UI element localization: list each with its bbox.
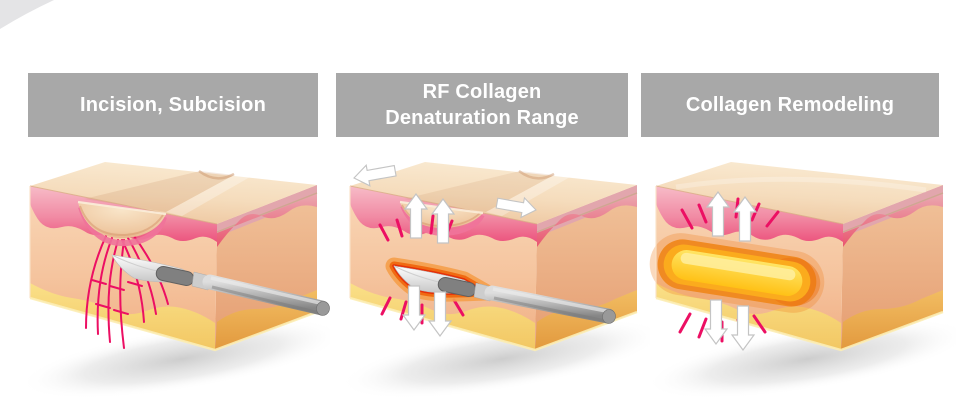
block-shadow — [644, 318, 956, 400]
top-face — [30, 162, 317, 224]
side-epidermis-wave — [217, 194, 317, 247]
panel-label-rf-denaturation: RF Collagen Denaturation Range — [336, 73, 628, 137]
instrument-handle — [484, 285, 616, 324]
side-fat-layer — [841, 290, 943, 350]
scar-groove — [84, 171, 234, 212]
back-notch — [198, 169, 235, 180]
side-epidermis-wave — [843, 194, 943, 247]
skin-block-rf-illustration — [338, 159, 650, 400]
collagen-fiber-strands-icon — [85, 235, 169, 349]
rf-blade-heat-glow-icon — [385, 257, 616, 324]
side-epidermis-upper — [217, 185, 317, 237]
instrument-handle — [202, 274, 330, 316]
skin-block-incision-illustration — [18, 162, 330, 400]
side-epidermis-wave — [537, 194, 637, 247]
back-notch — [518, 169, 555, 180]
block-shadow — [18, 318, 330, 400]
top-face — [656, 162, 943, 224]
side-epidermis-upper — [537, 185, 637, 237]
front-fat-layer — [30, 283, 215, 350]
scar-pink-crescent — [78, 206, 167, 247]
subcision-blade-icon — [111, 254, 330, 316]
side-fat-layer — [535, 290, 637, 350]
bottom-edge-highlight — [29, 296, 318, 352]
panel-label-incision: Incision, Subcision — [28, 73, 318, 137]
top-sheen — [675, 176, 927, 193]
top-face — [350, 162, 637, 224]
panel-label-remodeling: Collagen Remodeling — [641, 73, 939, 137]
corner-accent-shape — [0, 0, 54, 29]
heated-collagen-capsule-icon — [649, 233, 825, 313]
block-shadow — [338, 318, 650, 400]
side-epidermis-upper — [843, 185, 943, 237]
skin-block-remodeling-illustration — [644, 162, 956, 400]
